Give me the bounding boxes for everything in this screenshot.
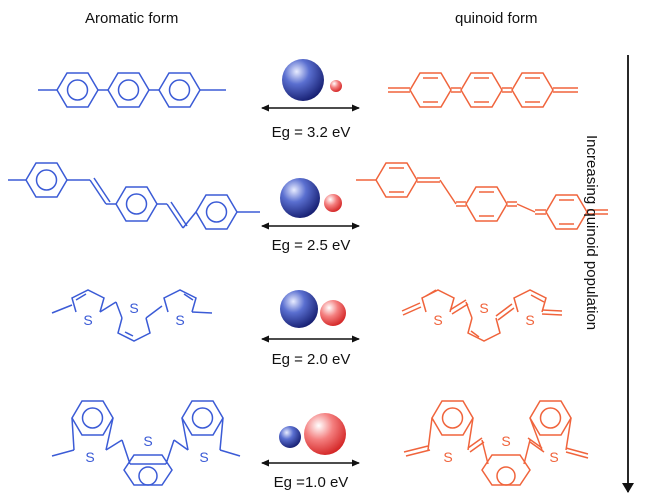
small-orb-row-3 [320, 300, 346, 326]
sulfur-label: S [433, 312, 442, 328]
quinoid-oligophenylene [388, 72, 578, 108]
row-4-orbitals [279, 413, 346, 455]
band-gap-label-row-1: Eg = 3.2 eV [271, 124, 351, 141]
aromatic-isothianaphthene [51, 400, 241, 486]
large-orb-row-1 [282, 59, 324, 101]
quinoid-isothianaphthene [403, 400, 589, 486]
sulfur-label: S [129, 300, 138, 316]
sulfur-label: S [199, 449, 208, 465]
row-1-orbitals [282, 59, 342, 101]
sulfur-label: S [501, 433, 510, 449]
large-orb-row-3 [280, 290, 318, 328]
aromatic-phenylene-vinylene [8, 162, 260, 230]
sulfur-label: S [175, 312, 184, 328]
band-gap-label-row-4: Eg =1.0 eV [273, 474, 349, 491]
row-2-orbitals [280, 178, 342, 218]
quinoid-phenylene-vinylene [356, 162, 608, 230]
sulfur-label: S [85, 449, 94, 465]
large-orb-row-4 [304, 413, 346, 455]
large-orb-row-2 [280, 178, 320, 218]
sulfur-label: S [549, 449, 558, 465]
sulfur-label: S [443, 449, 452, 465]
aromatic-form-title: Aromatic form [85, 10, 179, 27]
sulfur-label: S [143, 433, 152, 449]
band-gap-label-row-2: Eg = 2.5 eV [271, 237, 351, 254]
quinoid-form-title: quinoid form [455, 10, 538, 27]
aromatic-oligophenylene [38, 72, 226, 108]
sulfur-label: S [479, 300, 488, 316]
row-3-orbitals [280, 290, 346, 328]
sulfur-label: S [525, 312, 534, 328]
trend-label: Increasing quinoid population [583, 135, 600, 331]
small-orb-row-1 [330, 80, 342, 92]
small-orb-row-2 [324, 194, 342, 212]
sulfur-label: S [83, 312, 92, 328]
small-orb-row-4 [279, 426, 301, 448]
band-gap-label-row-3: Eg = 2.0 eV [271, 351, 351, 368]
aromatic-terthiophene [51, 289, 213, 342]
quinoid-terthiophene [401, 289, 563, 342]
